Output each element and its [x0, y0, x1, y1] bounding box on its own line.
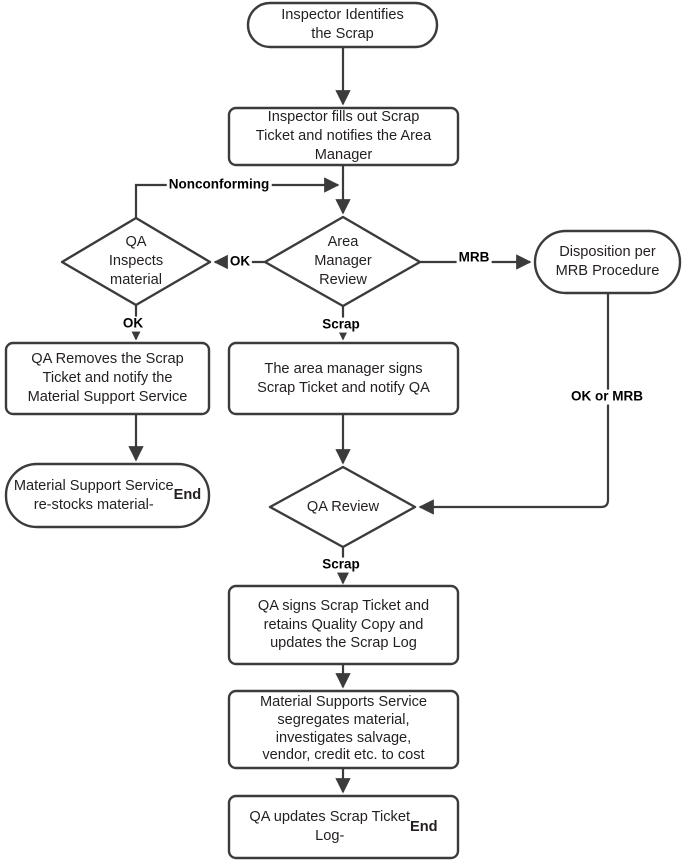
node-material-supports-shape — [227, 689, 460, 770]
node-qa-removes-shape — [4, 341, 211, 416]
edge-label-ok-to-qa-inspects: OK — [227, 253, 253, 270]
node-area-manager-review-shape — [263, 215, 422, 308]
node-area-manager-signs-shape — [227, 341, 460, 416]
edge-label-ok-down: OK — [120, 315, 146, 332]
node-qa-inspects-shape — [60, 216, 212, 307]
node-restocks-end-shape — [4, 462, 211, 529]
node-qa-review-shape — [268, 465, 417, 549]
edge-ok-or-mrb-to-qa-review — [418, 293, 610, 515]
node-fill-ticket-shape — [227, 106, 460, 167]
node-start-shape — [246, 1, 439, 49]
edge-label-scrap-qa-review: Scrap — [320, 556, 362, 573]
edge-label-nonconforming: Nonconforming — [166, 176, 272, 193]
node-disposition-shape — [533, 229, 682, 295]
edge-label-ok-or-mrb: OK or MRB — [569, 388, 645, 405]
node-qa-signs-shape — [227, 584, 460, 666]
node-qa-updates-end-shape — [227, 794, 460, 860]
edge-label-mrb: MRB — [456, 249, 492, 266]
edge-label-scrap-area-manager: Scrap — [320, 316, 362, 333]
